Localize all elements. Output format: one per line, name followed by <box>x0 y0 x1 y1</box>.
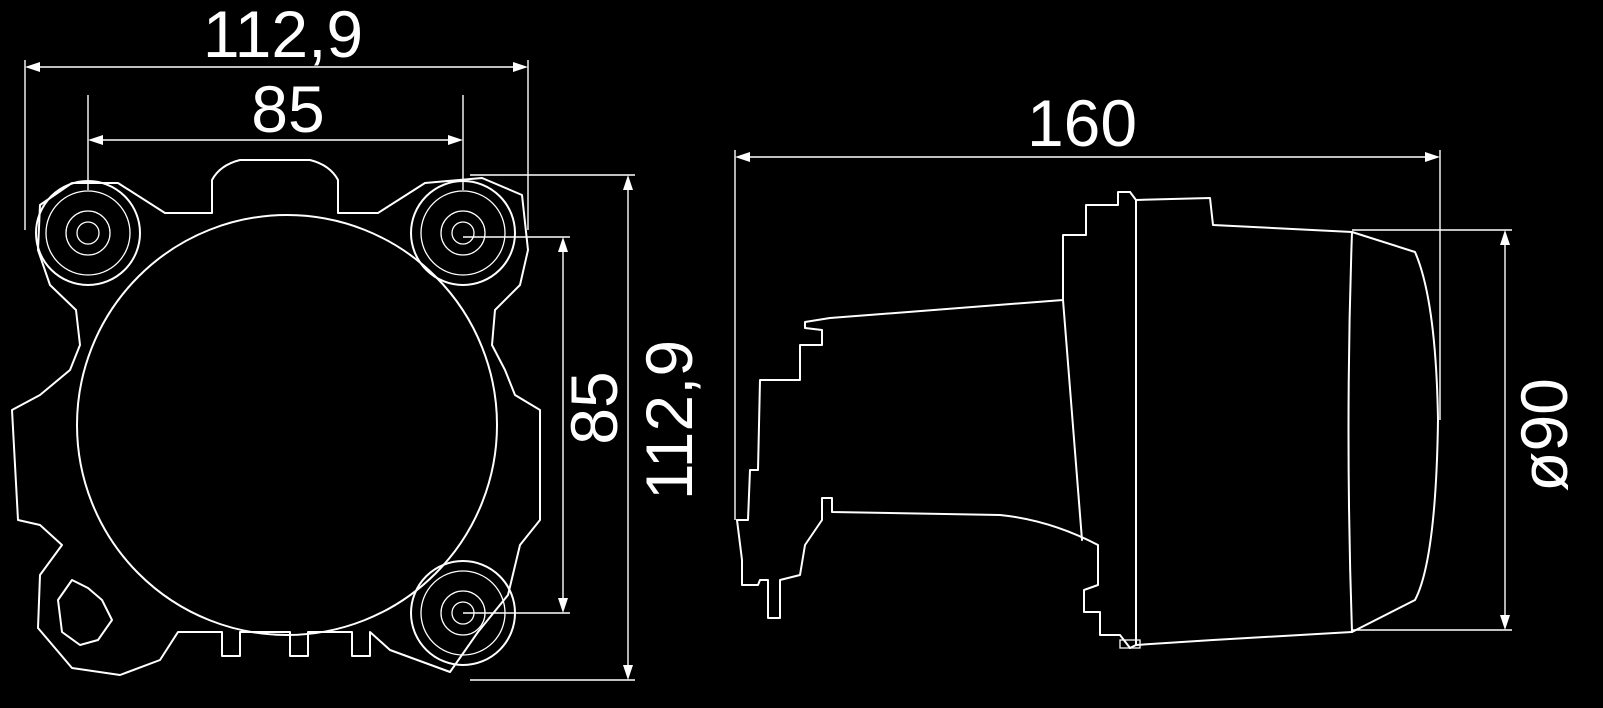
side-lens-face <box>1347 231 1353 633</box>
side-mounting-flange <box>1129 191 1137 649</box>
front-housing-outline <box>11 159 541 676</box>
front-clip-lug <box>57 579 113 646</box>
front-lens-circle <box>76 214 498 636</box>
dimension-side-length: 160 <box>734 86 1441 520</box>
label-front-bolt-height-85: 85 <box>557 371 631 444</box>
side-rear-connector-lower <box>736 497 1131 649</box>
label-front-bolt-width-85: 85 <box>251 72 324 146</box>
dimension-front-bolt-width: 85 <box>87 72 464 190</box>
dimension-front-bolt-height: 85 <box>463 236 631 614</box>
side-body-outline <box>1135 197 1439 646</box>
side-view: 160 ø90 <box>734 86 1581 649</box>
label-side-length-160: 160 <box>1027 86 1137 160</box>
dimension-front-overall-width: 112,9 <box>24 0 529 230</box>
side-rear-connector-outline <box>736 191 1131 521</box>
bolt-boss-top-right <box>410 180 516 286</box>
label-front-height-112-9: 112,9 <box>632 340 706 500</box>
label-front-width-112-9: 112,9 <box>203 0 363 71</box>
label-side-diameter-90: ø90 <box>1507 378 1581 492</box>
dimension-side-diameter: ø90 <box>1352 229 1581 631</box>
side-flange-inner <box>1062 299 1083 541</box>
front-view: 112,9 85 85 112,9 <box>11 0 706 681</box>
bolt-boss-top-left <box>35 180 141 286</box>
side-bottom-tab <box>1119 639 1141 649</box>
dimension-front-overall-height: 112,9 <box>470 174 706 681</box>
